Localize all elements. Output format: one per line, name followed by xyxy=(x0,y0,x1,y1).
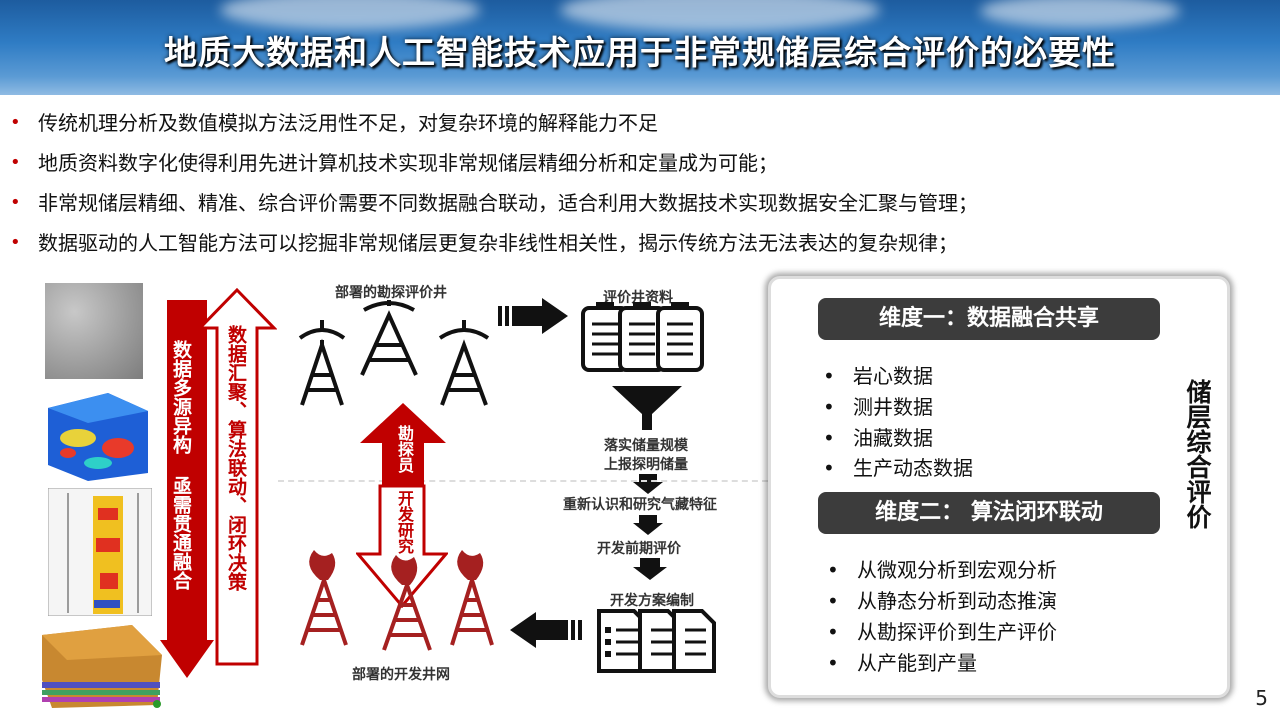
list-item: • 从微观分析到宏观分析 xyxy=(827,554,1057,583)
step2-label: 重新认识和研究气藏特征 xyxy=(563,497,717,513)
panel-side-title: 储层综合评价 xyxy=(1183,379,1212,529)
list-item: • 从勘探评价到生产评价 xyxy=(827,616,1057,645)
small-down-arrow xyxy=(633,558,667,580)
bullet-marker: • xyxy=(10,192,21,213)
list-item: • 从静态分析到动态推演 xyxy=(827,585,1057,614)
well-log-image xyxy=(48,488,152,616)
center-down-text: 开发研究 xyxy=(395,490,414,554)
bullet-item: • 地质资料数字化使得利用先进计算机技术实现非常规储层精细分析和定量成为可能； xyxy=(10,148,1270,188)
list-item-text: 油藏数据 xyxy=(853,426,933,450)
bullet-marker: • xyxy=(10,232,21,253)
list-bullet: • xyxy=(823,456,835,480)
bullet-item: • 非常规储层精细、精准、综合评价需要不同数据融合联动，适合利用大数据技术实现数据… xyxy=(10,188,1270,228)
list-item-text: 从产能到产量 xyxy=(857,651,977,675)
core-sample-image xyxy=(45,283,143,379)
list-item: • 岩心数据 xyxy=(823,360,933,389)
3d-model-image xyxy=(48,393,148,481)
list-item: • 生产动态数据 xyxy=(823,452,973,481)
center-up-text: 勘探员 xyxy=(395,425,414,473)
step1-label-line1: 落实储量规模 xyxy=(604,438,688,454)
dev-wells-label: 部署的开发井网 xyxy=(352,667,450,683)
small-down-arrow xyxy=(633,474,663,494)
evaluation-panel: 维度一：数据融合共享 • 岩心数据 • 测井数据 • 油藏数据 • 生产动态数据 维度二… xyxy=(768,276,1230,698)
list-item-text: 测井数据 xyxy=(853,395,933,419)
documents-icon xyxy=(581,302,704,372)
list-item-text: 从勘探评价到生产评价 xyxy=(857,620,1057,644)
bullet-marker: • xyxy=(10,112,21,133)
well-data-label: 评价井资料 xyxy=(603,290,673,306)
dimension2-title: 维度二： 算法闭环联动 xyxy=(818,492,1160,534)
divider-dashed xyxy=(278,480,768,482)
page-title: 地质大数据和人工智能技术应用于非常规储层综合评价的必要性 xyxy=(164,33,1116,72)
explore-wells-label: 部署的勘探评价井 xyxy=(335,285,447,301)
list-bullet: • xyxy=(823,395,835,419)
small-down-arrow xyxy=(633,515,663,535)
list-item: • 测井数据 xyxy=(823,391,933,420)
explore-derrick-icons xyxy=(298,300,490,406)
page-number: 5 xyxy=(1255,686,1268,710)
list-bullet: • xyxy=(827,589,839,613)
up-arrow-text: 数据汇聚、算法联动、闭环决策 xyxy=(225,325,247,591)
down-arrow-text: 数据多源异构 亟需贯通融合 xyxy=(170,340,192,590)
list-item: • 从产能到产量 xyxy=(827,647,977,676)
bullet-list: • 传统机理分析及数值模拟方法泛用性不足，对复杂环境的解释能力不足 • 地质资料数字… xyxy=(10,108,1270,268)
bullet-item: • 数据驱动的人工智能方法可以挖掘非常规储层更复杂非线性相关性，揭示传统方法无法表… xyxy=(10,228,1270,268)
up-arrow-outline xyxy=(197,288,277,666)
bullet-item: • 传统机理分析及数值模拟方法泛用性不足，对复杂环境的解释能力不足 xyxy=(10,108,1270,148)
bullet-text: 传统机理分析及数值模拟方法泛用性不足，对复杂环境的解释能力不足 xyxy=(38,111,658,135)
right-arrow-icon xyxy=(498,298,568,334)
dev-derrick-icons xyxy=(300,550,494,651)
list-bullet: • xyxy=(823,364,835,388)
left-arrow-icon xyxy=(510,612,582,648)
funnel-icon xyxy=(612,386,682,430)
step1-label-line2: 上报探明储量 xyxy=(604,457,688,473)
step4-label: 开发方案编制 xyxy=(610,593,694,609)
bullet-text: 地质资料数字化使得利用先进计算机技术实现非常规储层精细分析和定量成为可能； xyxy=(38,151,778,175)
bullet-marker: • xyxy=(10,152,21,173)
dimension1-title: 维度一：数据融合共享 xyxy=(818,298,1160,340)
plan-documents-icon xyxy=(597,609,716,673)
list-item: • 油藏数据 xyxy=(823,422,933,451)
list-item-text: 生产动态数据 xyxy=(853,456,973,480)
title-banner: 地质大数据和人工智能技术应用于非常规储层综合评价的必要性 xyxy=(0,0,1280,95)
center-down-arrow xyxy=(356,484,448,608)
list-item-text: 岩心数据 xyxy=(853,364,933,388)
list-bullet: • xyxy=(823,426,835,450)
list-item-text: 从微观分析到宏观分析 xyxy=(857,558,1057,582)
bullet-text: 数据驱动的人工智能方法可以挖掘非常规储层更复杂非线性相关性，揭示传统方法无法表达… xyxy=(38,231,958,255)
list-bullet: • xyxy=(827,558,839,582)
list-bullet: • xyxy=(827,651,839,675)
bullet-text: 非常规储层精细、精准、综合评价需要不同数据融合联动，适合利用大数据技术实现数据安… xyxy=(38,191,978,215)
geologic-strata-image xyxy=(42,625,162,708)
list-item-text: 从静态分析到动态推演 xyxy=(857,589,1057,613)
list-bullet: • xyxy=(827,620,839,644)
down-arrow-red xyxy=(160,300,214,678)
center-up-arrow xyxy=(360,403,446,499)
step3-label: 开发前期评价 xyxy=(597,541,681,557)
